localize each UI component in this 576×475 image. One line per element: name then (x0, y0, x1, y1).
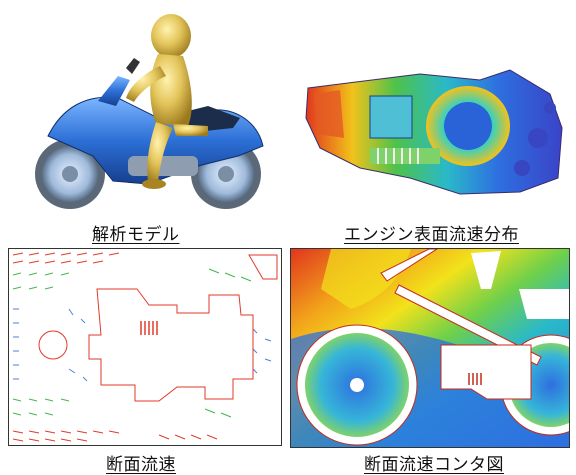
caption-engine: エンジン表面流速分布 (344, 225, 519, 245)
engine-panel (300, 68, 568, 198)
contour-panel (290, 248, 570, 448)
model-panel (8, 6, 278, 216)
section-panel (8, 248, 282, 446)
engine-surface-flow-illustration (305, 69, 563, 195)
section-flow-vectors-illustration (12, 252, 278, 442)
caption-contour: 断面流速コンタ図 (364, 455, 504, 475)
motorcycle-model-illustration (35, 14, 264, 209)
caption-section: 断面流速 (106, 455, 176, 475)
section-contour-illustration (291, 249, 569, 447)
caption-model: 解析モデル (92, 225, 180, 245)
